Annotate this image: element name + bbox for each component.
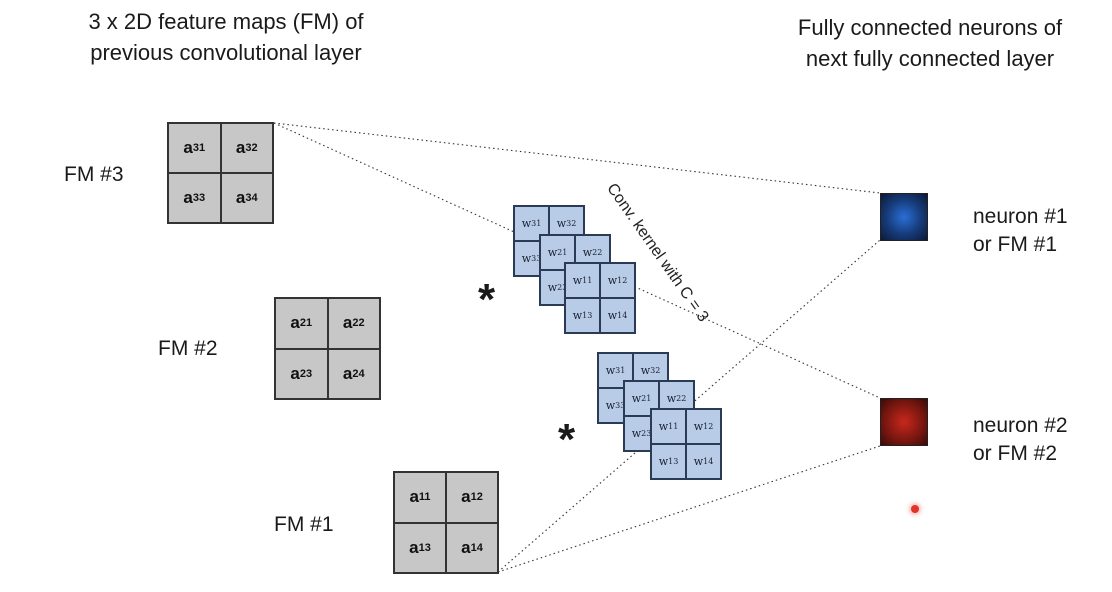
fm1-label: FM #1 (274, 513, 334, 536)
fm3-label: FM #3 (64, 163, 124, 186)
neuron-2-label-line-1: neuron #2 (973, 414, 1068, 437)
convolution-operator-a: * (478, 275, 496, 324)
connector-line (273, 122, 881, 399)
connector-line (273, 122, 881, 194)
convolution-operator-b: * (558, 415, 576, 464)
neuron-2 (880, 398, 928, 446)
left-title-line-1: 3 x 2D feature maps (FM) of (88, 9, 364, 34)
left-title-line-2: previous convolutional layer (90, 40, 362, 65)
neuron-1-label-line-1: neuron #1 (973, 205, 1068, 228)
neuron-1 (880, 193, 928, 241)
neuron-1-label: neuron #1 or FM #1 (973, 203, 1068, 259)
right-title-line-1: Fully connected neurons of (797, 15, 1063, 40)
left-title: 3 x 2D feature maps (FM) of previous con… (56, 6, 396, 68)
fm2-label: FM #2 (158, 337, 218, 360)
cursor-dot-icon (911, 505, 919, 513)
right-title: Fully connected neurons of next fully co… (770, 12, 1090, 74)
right-title-line-2: next fully connected layer (805, 46, 1055, 71)
neuron-2-label: neuron #2 or FM #2 (973, 412, 1068, 468)
neuron-1-label-line-2: or FM #1 (973, 233, 1058, 256)
neuron-2-label-line-2: or FM #2 (973, 442, 1058, 465)
